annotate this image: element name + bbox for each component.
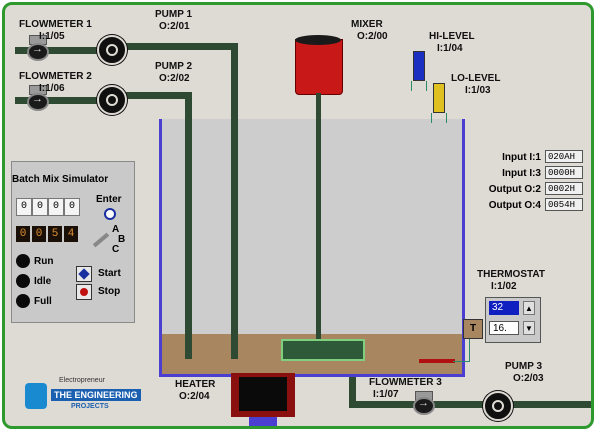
pipe-pump1-in-tank [231,119,238,359]
io-label-output-2: Output O:2 [488,184,541,195]
stop-button-icon [80,288,88,296]
enter-button[interactable] [104,208,116,220]
display-digit-3: 5 [48,226,62,242]
thermostat-wire [453,335,470,362]
mixer-shaft [316,93,321,343]
pump1-icon [97,35,127,65]
selector-c-label: C [112,244,120,255]
thermostat-up-arrow-icon[interactable]: ▲ [523,301,535,315]
panel-title: Batch Mix Simulator [12,174,109,185]
io-value-output-4: 0054H [545,198,583,211]
pipe-flowmeter1 [15,47,111,54]
io-value-input-3: 0000H [545,166,583,179]
stop-label: Stop [98,286,121,297]
thumbwheel-digit-4[interactable]: 0 [64,198,80,216]
pipe-pump1-horizontal [125,43,237,50]
pipe-drain-vertical [349,373,356,405]
mix-tank [159,119,465,377]
logo-top-text: Electropreneur [59,377,105,384]
hi-level-sensor-leads [411,81,427,91]
io-value-input-1: 020AH [545,150,583,163]
thumbwheel-digit-2[interactable]: 0 [32,198,48,216]
full-lamp [16,294,30,308]
display-digit-1: 0 [16,226,30,242]
batch-mix-panel: Batch Mix Simulator Enter 0 0 0 0 0 0 5 … [11,161,135,323]
pipe-flowmeter2 [15,97,111,104]
pipe-pump2-in-tank [185,119,192,359]
thumbwheel-digit-1[interactable]: 0 [16,198,32,216]
idle-label: Idle [34,276,52,287]
heater-core [239,377,287,411]
io-value-output-2: 0002H [545,182,583,195]
mixer-motor [295,39,343,95]
io-label-input-1: Input I:1 [502,152,541,163]
simulator-frame: FLOWMETER 1I:1/05 PUMP 1O:2/01 FLOWMETER… [2,2,594,429]
run-lamp [16,254,30,268]
enter-label: Enter [96,194,122,205]
selector-b-label: B [118,234,126,245]
heater-base [249,417,277,426]
logo-sub-text: PROJECTS [71,403,109,410]
mixer-paddle [281,339,365,361]
logo-main-text: THE ENGINEERING [51,389,141,401]
thermostat-down-arrow-icon[interactable]: ▼ [523,321,535,335]
thermostat-setpoint-field[interactable]: 16. [489,321,519,335]
engineering-projects-logo: Electropreneur THE ENGINEERING PROJECTS [25,377,141,413]
flowmeter3-icon [413,397,435,415]
display-digit-4: 4 [64,226,78,242]
start-button[interactable] [76,266,92,282]
io-label-input-3: Input I:3 [502,168,541,179]
full-label: Full [34,296,52,307]
selector-a-label: A [112,224,120,235]
display-digit-2: 0 [32,226,46,242]
pipe-drain-horizontal [349,401,591,408]
lo-level-sensor-leads [431,113,447,123]
logo-badge [25,383,47,409]
start-button-icon [78,268,90,280]
start-label: Start [98,268,121,279]
idle-lamp [16,274,30,288]
stop-button[interactable] [76,284,92,300]
selector-switch-icon[interactable] [92,232,110,248]
pump2-icon [97,85,127,115]
hi-level-sensor [413,51,425,81]
thermostat-probe [419,359,455,363]
thermostat-t-box: T [463,319,483,339]
mixer-motor-top [295,35,341,45]
flowmeter1-icon [27,43,49,61]
thumbwheel-digit-3[interactable]: 0 [48,198,64,216]
lo-level-sensor [433,83,445,113]
flowmeter2-icon [27,93,49,111]
pipe-pump2-horizontal [125,92,191,99]
pump3-icon [483,391,513,421]
io-label-output-4: Output O:4 [488,200,541,211]
run-label: Run [34,256,54,267]
thermostat-value: 32 [489,301,519,315]
